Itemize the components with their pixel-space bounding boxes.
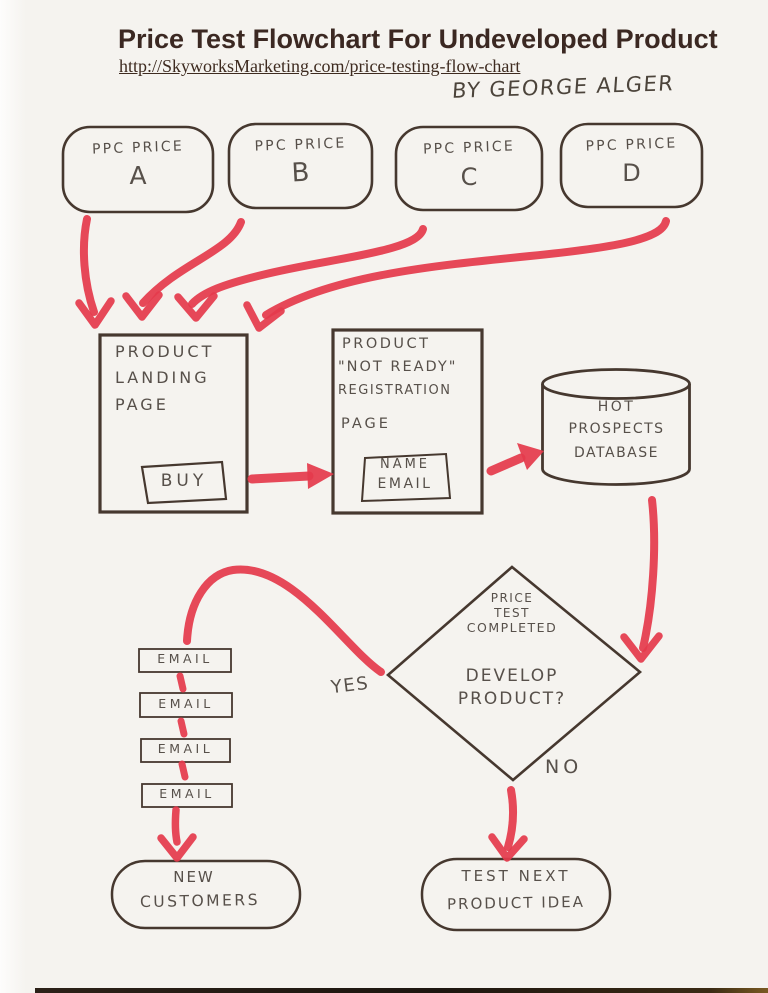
new-customers-shape [110, 859, 302, 930]
page-title: Price Test Flowchart For Undeveloped Pro… [118, 24, 718, 54]
decision-question2: PRODUCT? [457, 689, 567, 709]
arrowhead-new-customers [157, 833, 197, 862]
email-box-4-shape [141, 783, 233, 808]
arrow-landing-to-registration [247, 471, 314, 484]
arrowhead-ppc-c [174, 292, 218, 322]
arrow-ppc-b-to-landing [139, 218, 245, 307]
arrowhead-registration-to-database [517, 443, 544, 470]
database-cylinder-body [541, 384, 691, 486]
test-next-line2: PRODUCT IDEA [446, 892, 586, 914]
ppc-price-c-shape [394, 125, 544, 212]
arrow-ppc-d-to-landing [262, 217, 670, 319]
new-customers-line1: NEW [173, 868, 215, 886]
landing-line2: LANDING [115, 368, 210, 387]
ppc-price-b-shape [227, 122, 374, 210]
arrow-ppc-a-to-landing [79, 215, 98, 316]
decision-top2: TEST [494, 606, 530, 620]
email-box-2-label: EMAIL [158, 696, 214, 711]
registration-page-shape [331, 328, 484, 515]
database-line3: DATABASE [574, 445, 659, 461]
test-next-shape [420, 857, 612, 932]
landing-page-shape [98, 333, 249, 514]
email-box-1-shape [138, 648, 232, 673]
arrow-decision-no-to-test-next [504, 786, 518, 851]
decision-top3: COMPLETED [466, 620, 558, 635]
registration-field-name: NAME [379, 457, 431, 472]
decision-top1: PRICE [490, 591, 534, 605]
registration-line2: "NOT READY" [338, 359, 458, 375]
email-dash-1 [176, 672, 187, 693]
source-url-text: http://SkyworksMarketing.com/price-testi… [119, 56, 521, 76]
ppc-price-d-shape [559, 122, 704, 209]
email-dash-2 [177, 717, 188, 738]
no-branch-label: NO [545, 756, 583, 778]
registration-line1: PRODUCT [342, 336, 431, 352]
registration-line4: PAGE [341, 416, 391, 432]
test-next-line1: TEST NEXT [461, 867, 571, 885]
email-dash-3 [178, 760, 189, 781]
decision-question1: DEVELOP [465, 666, 559, 686]
email-box-2-shape [139, 692, 233, 718]
arrow-emails-to-new-customers [171, 806, 181, 846]
database-cylinder-top [541, 368, 691, 400]
registration-field-email: EMAIL [377, 476, 433, 492]
email-box-1-label: EMAIL [157, 651, 213, 666]
ppc-c-variant: C [460, 163, 478, 191]
arrow-ppc-c-to-landing [188, 225, 427, 308]
ppc-a-variant: A [129, 161, 147, 190]
ppc-d-variant: D [622, 159, 641, 187]
arrowhead-ppc-b [122, 291, 163, 321]
arrow-decision-yes-to-emails [183, 565, 385, 676]
landing-line3: PAGE [115, 395, 169, 414]
arrowhead-ppc-a [75, 297, 115, 329]
arrow-registration-to-database [486, 453, 526, 476]
buy-button-label: BUY [160, 471, 208, 491]
email-box-3-shape [140, 738, 231, 763]
arrowhead-landing-to-registration [307, 463, 334, 489]
email-box-4-label: EMAIL [159, 786, 215, 801]
new-customers-line2: CUSTOMERS [139, 890, 261, 912]
arrowhead-database-to-decision [620, 632, 663, 663]
scan-edge-artifact [35, 988, 768, 993]
ppc-price-a-shape [61, 125, 215, 214]
database-line2: PROSPECTS [568, 421, 665, 437]
landing-line1: PRODUCT [115, 342, 215, 361]
email-box-3-label: EMAIL [157, 741, 214, 756]
registration-line3: REGISTRATION [338, 383, 452, 398]
decision-diamond-shape [386, 565, 643, 782]
arrowhead-test-next [488, 833, 528, 862]
arrowhead-ppc-d [243, 301, 285, 332]
arrow-database-to-decision [639, 496, 659, 652]
buy-button-shape [140, 460, 228, 505]
name-email-form-shape [360, 452, 452, 503]
database-line1: HOT [597, 399, 636, 415]
